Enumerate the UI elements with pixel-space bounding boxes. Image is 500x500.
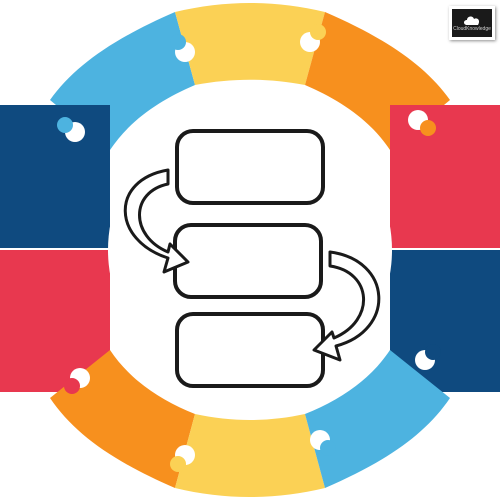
ring-segment-left-upper [0,105,110,248]
logo-text: CloudKnowledge [453,26,491,32]
ring-segment-bottom [175,414,325,497]
ring-segment-right-upper [390,105,500,248]
ring-segment-top [175,3,325,85]
curved-arrow-icon [312,250,381,362]
process-step-box-2 [173,223,323,299]
logo: CloudKnowledge [449,6,495,40]
ring-segment-left-lower [0,250,110,392]
curved-arrow-icon [123,168,190,274]
ring-segment-bottom-right [305,350,450,488]
process-step-box-1 [175,129,325,205]
puzzle-tab-knobs [57,24,441,472]
cloud-icon [464,16,480,25]
process-step-box-3 [175,312,325,388]
